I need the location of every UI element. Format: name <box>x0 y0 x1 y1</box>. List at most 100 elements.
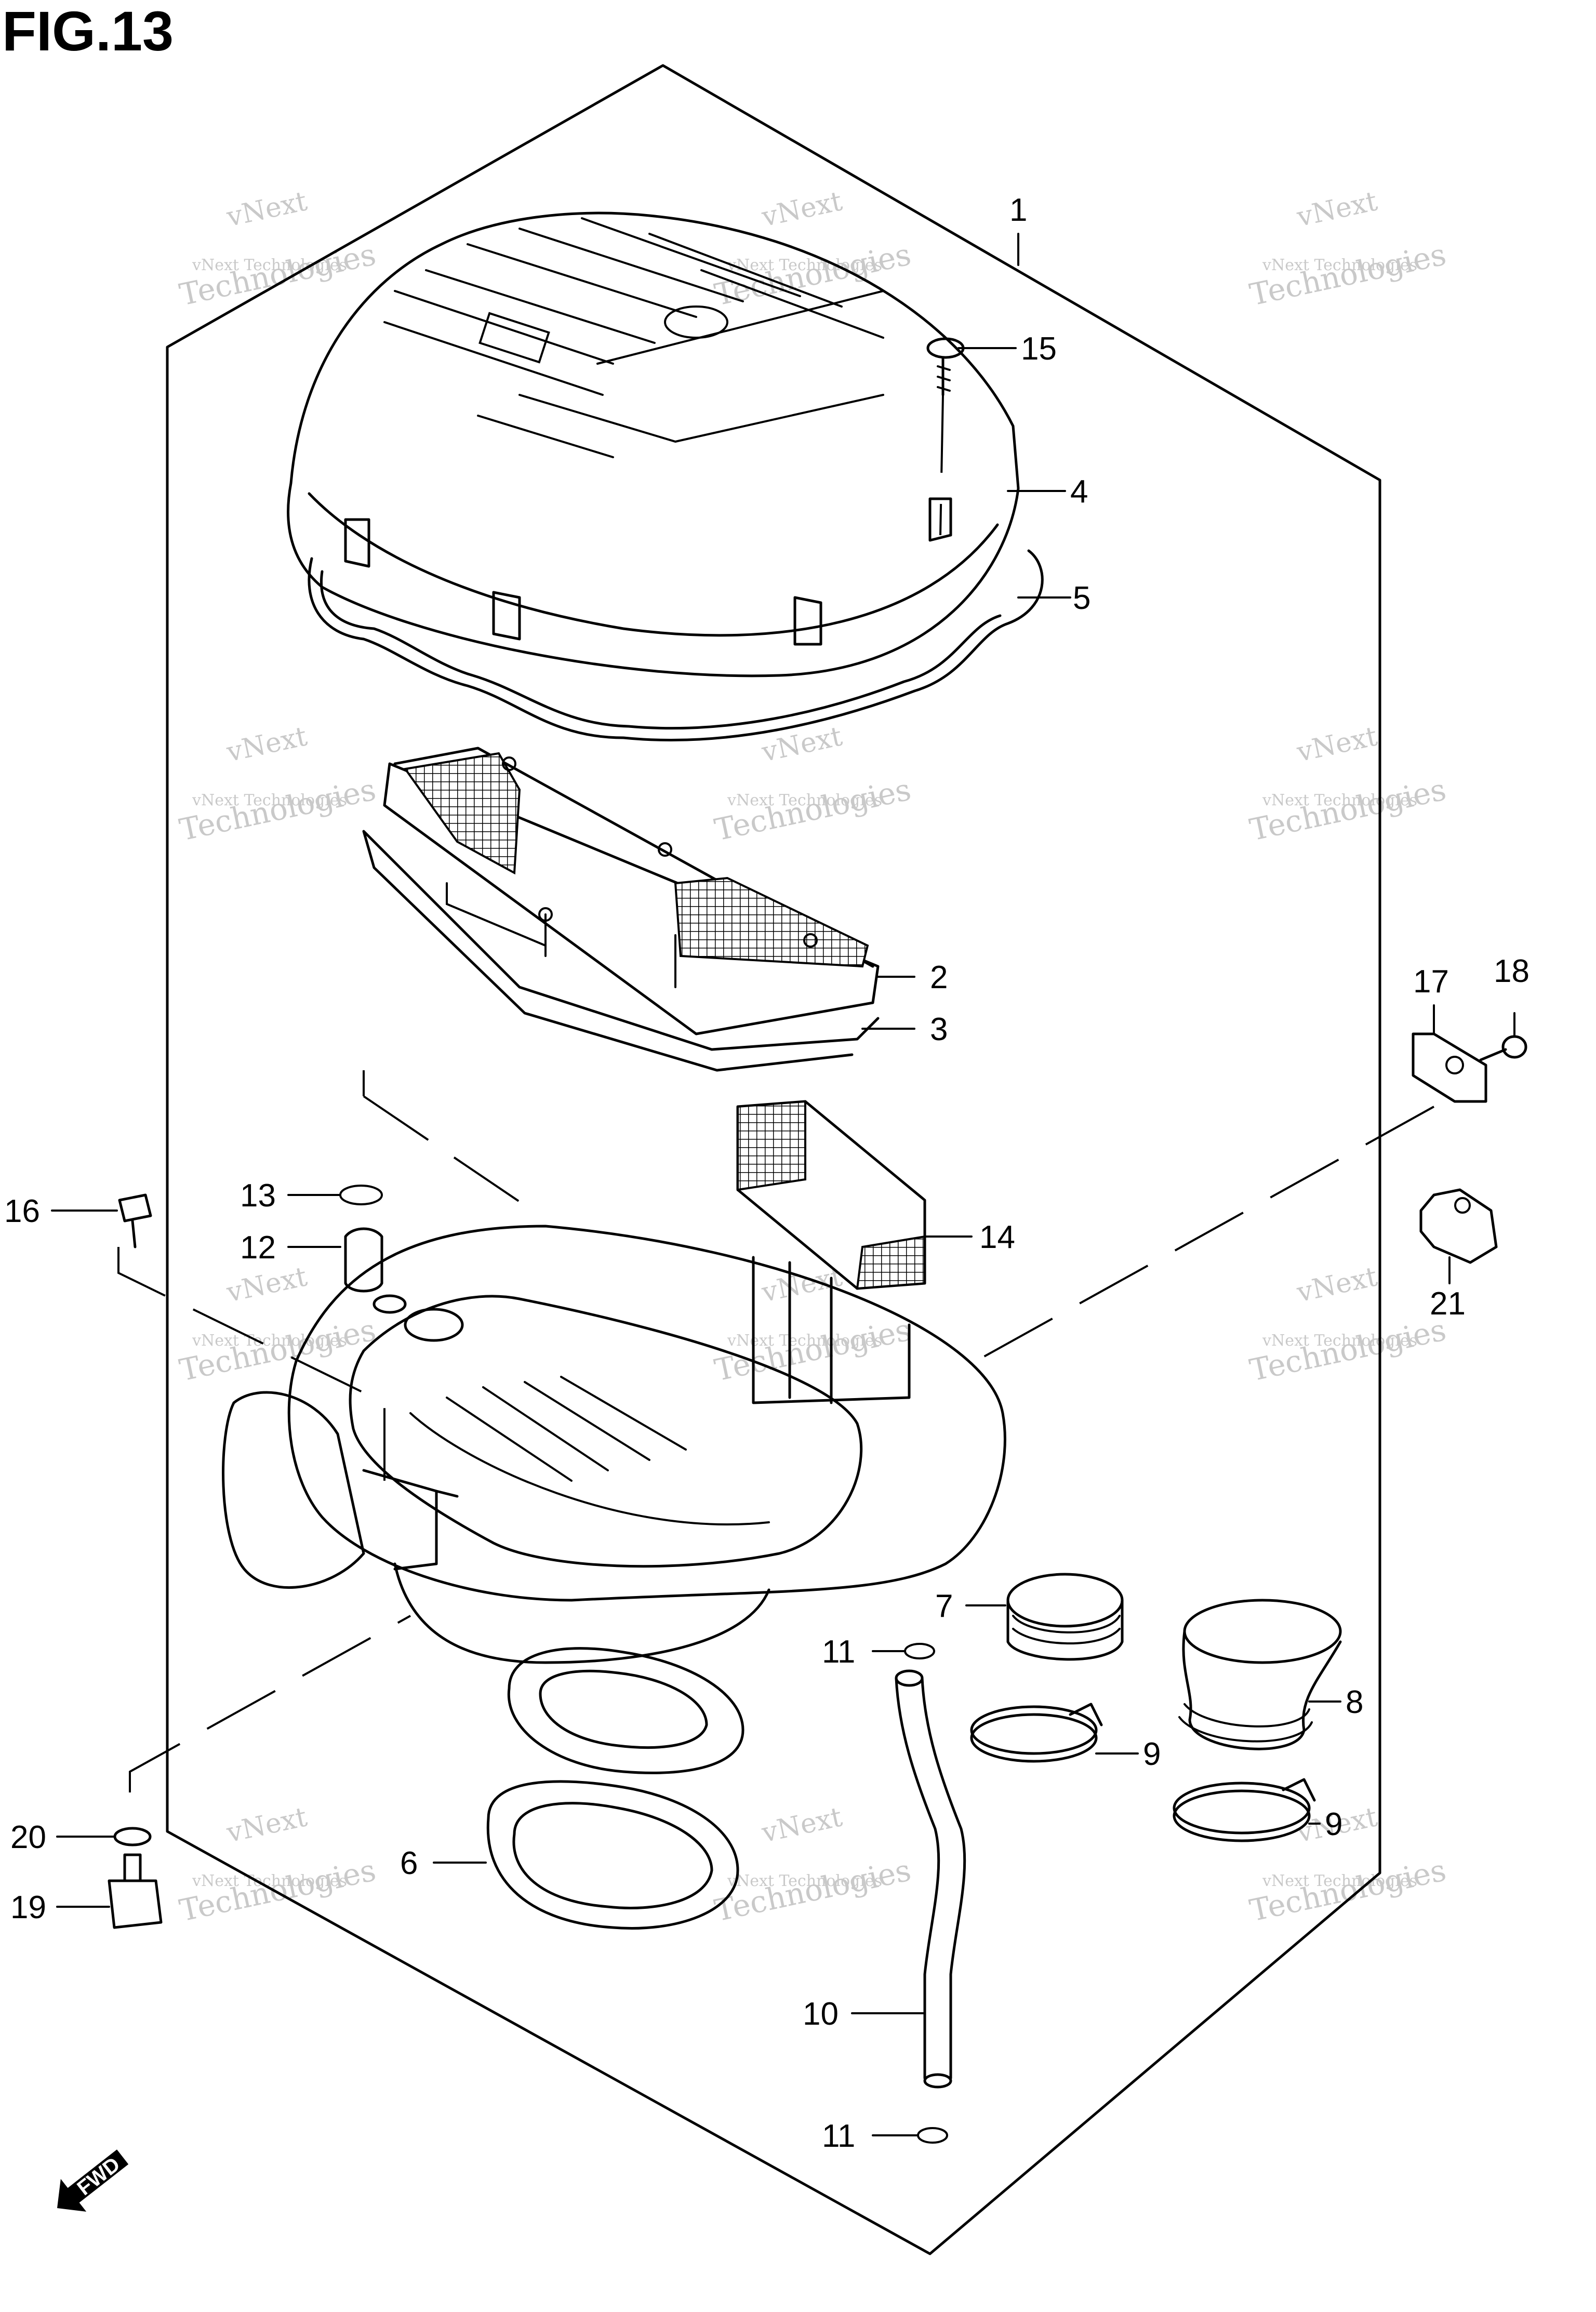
callout-10: 10 <box>803 1996 839 2032</box>
callout-11-upper: 11 <box>822 1634 855 1670</box>
watermark-3: vNext vNext Technologies Technologies <box>1247 185 1449 312</box>
part-washer-20 <box>113 1827 152 1846</box>
svg-text:vNext: vNext <box>759 721 845 768</box>
svg-text:Technologies: Technologies <box>1247 772 1449 847</box>
watermark-9: vNext vNext Technologies Technologies <box>1247 1261 1449 1388</box>
part-clamp-upper <box>970 1703 1103 1763</box>
part-intake-funnel <box>1178 1599 1342 1750</box>
svg-text:Technologies: Technologies <box>177 772 379 847</box>
part-hose-clip-upper <box>904 1643 935 1659</box>
svg-text:Technologies: Technologies <box>177 1312 379 1388</box>
svg-text:vNext Technologies: vNext Technologies <box>1262 1332 1417 1350</box>
watermark-11: vNext vNext Technologies Technologies <box>712 1801 914 1928</box>
callout-11-lower: 11 <box>822 2118 855 2154</box>
watermark-2: vNext vNext Technologies Technologies <box>712 185 914 312</box>
filter-bolt <box>538 907 553 922</box>
part-connector-21 <box>1419 1188 1498 1264</box>
part-screw-18 <box>1479 1035 1527 1061</box>
part-small-cap <box>339 1185 383 1205</box>
svg-text:vNext Technologies: vNext Technologies <box>727 1872 882 1890</box>
callout-20: 20 <box>10 1819 46 1855</box>
callout-15: 15 <box>1021 331 1057 367</box>
part-intake-boot <box>1006 1573 1124 1661</box>
callout-13: 13 <box>240 1178 276 1214</box>
watermark-7: vNext vNext Technologies Technologies <box>177 1261 379 1388</box>
svg-text:vNext: vNext <box>223 1261 310 1308</box>
svg-text:vNext: vNext <box>759 185 845 233</box>
case-port <box>404 1308 464 1342</box>
part-clamp-lower <box>1173 1778 1316 1842</box>
part-sleeve <box>344 1227 383 1293</box>
part-sensor-17 <box>1412 1032 1487 1103</box>
callout-14: 14 <box>979 1219 1015 1255</box>
callout-6: 6 <box>400 1845 418 1881</box>
part-drain-hose <box>895 1677 940 2080</box>
callout-5: 5 <box>1073 580 1090 616</box>
part-filter-seal <box>362 830 880 1072</box>
leader-lines <box>51 233 1515 2136</box>
filter-bolt <box>658 842 672 857</box>
svg-text:vNext Technologies: vNext Technologies <box>727 791 882 809</box>
callout-18: 18 <box>1494 953 1530 989</box>
svg-text:Technologies: Technologies <box>712 1852 914 1928</box>
filter-bolt <box>502 756 516 771</box>
svg-text:Technologies: Technologies <box>1247 236 1449 312</box>
case-port-boss <box>373 1294 407 1314</box>
part-temp-sensor-19 <box>108 1853 163 1929</box>
callout-21: 21 <box>1430 1286 1466 1322</box>
watermark-10: vNext vNext Technologies Technologies <box>177 1801 379 1928</box>
svg-text:vNext Technologies: vNext Technologies <box>192 1332 347 1350</box>
watermark-group: vNext vNext Technologies Technologies vN… <box>177 185 1449 1928</box>
watermark-6: vNext vNext Technologies Technologies <box>1247 721 1449 847</box>
callout-16: 16 <box>4 1193 40 1229</box>
watermark-1: vNext vNext Technologies Technologies <box>177 185 379 312</box>
svg-text:vNext Technologies: vNext Technologies <box>1262 1872 1417 1890</box>
filter-bolt <box>803 933 818 948</box>
svg-text:vNext: vNext <box>759 1801 845 1849</box>
svg-text:Technologies: Technologies <box>712 772 914 847</box>
watermark-5: vNext vNext Technologies Technologies <box>712 721 914 847</box>
assembly-boundary <box>166 64 1381 2255</box>
svg-text:Technologies: Technologies <box>1247 1852 1449 1928</box>
cap-recess <box>664 305 728 339</box>
callout-7: 7 <box>935 1588 953 1624</box>
callout-4: 4 <box>1070 474 1088 510</box>
part-air-filter <box>383 747 880 1035</box>
svg-text:vNext: vNext <box>223 1801 310 1849</box>
svg-text:Technologies: Technologies <box>712 1312 914 1388</box>
callout-labels: 1 15 4 5 2 3 17 18 13 12 14 16 21 7 11 8… <box>4 192 1530 2154</box>
callout-17: 17 <box>1413 964 1449 1000</box>
part-air-cleaner-cap <box>287 211 1020 677</box>
svg-text:Technologies: Technologies <box>177 1852 379 1928</box>
callout-2: 2 <box>930 960 948 995</box>
svg-text:Technologies: Technologies <box>177 236 379 312</box>
part-air-cleaner-case <box>222 1225 1006 1664</box>
part-cap-gasket <box>308 549 1044 741</box>
watermark-12: vNext vNext Technologies Technologies <box>1247 1801 1449 1928</box>
fwd-arrow-icon: FWD <box>57 2149 129 2212</box>
watermark-4: vNext vNext Technologies Technologies <box>177 721 379 847</box>
svg-text:vNext Technologies: vNext Technologies <box>727 256 882 274</box>
callout-8: 8 <box>1346 1684 1363 1720</box>
svg-text:Technologies: Technologies <box>1247 1312 1449 1388</box>
callout-9-lower: 9 <box>1325 1806 1342 1842</box>
callout-1: 1 <box>1009 192 1027 228</box>
svg-text:vNext: vNext <box>1294 1261 1380 1308</box>
svg-text:vNext Technologies: vNext Technologies <box>1262 256 1417 274</box>
svg-text:vNext: vNext <box>1294 185 1380 233</box>
svg-text:vNext Technologies: vNext Technologies <box>1262 791 1417 809</box>
svg-text:vNext: vNext <box>1294 721 1380 768</box>
part-hose-clip-lower <box>917 2127 948 2144</box>
callout-12: 12 <box>240 1230 276 1266</box>
svg-text:vNext: vNext <box>223 721 310 768</box>
callout-3: 3 <box>930 1012 948 1047</box>
part-duct-seal <box>486 1780 739 1930</box>
cap-badge <box>478 312 550 364</box>
svg-text:vNext Technologies: vNext Technologies <box>192 791 347 809</box>
callout-19: 19 <box>10 1890 46 1925</box>
part-mesh-screen <box>736 1100 926 1290</box>
callout-9-upper: 9 <box>1143 1736 1161 1772</box>
part-screw-15 <box>926 337 965 396</box>
part-bolt-16 <box>118 1193 152 1248</box>
